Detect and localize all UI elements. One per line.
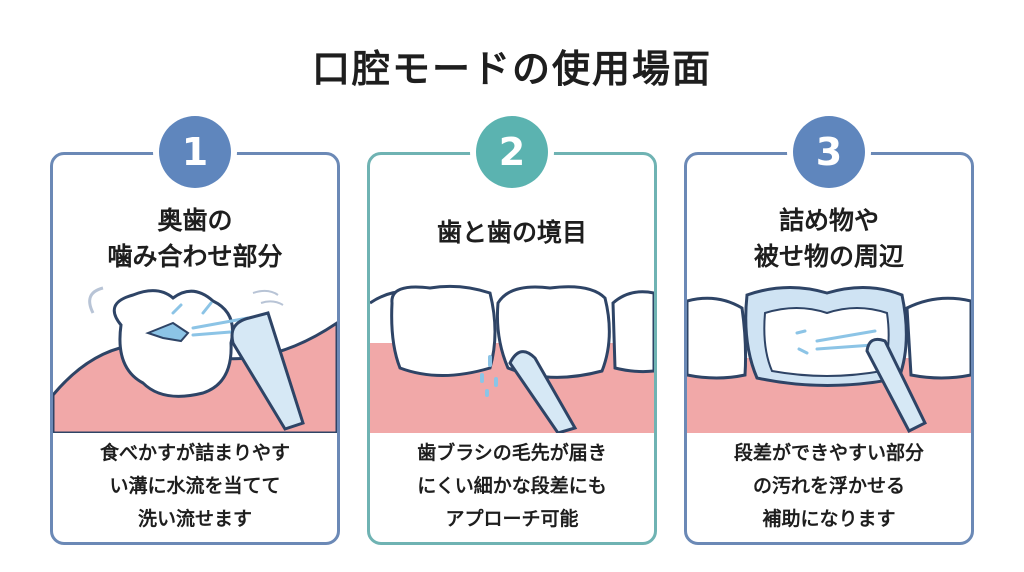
page-title: 口腔モードの使用場面 bbox=[311, 47, 712, 91]
card-description: 段差ができやすい部分 の汚れを浮かせる 補助になります bbox=[695, 437, 963, 536]
interdental-teeth-icon bbox=[370, 284, 654, 433]
card-description-line: の汚れを浮かせる bbox=[752, 475, 905, 497]
card-description-line: 補助になります bbox=[762, 508, 896, 530]
card-description: 歯ブラシの毛先が届き にくい細かな段差にも アプローチ可能 bbox=[378, 437, 646, 536]
step-number-badge: 2 bbox=[476, 116, 548, 188]
card-description-line: にくい細かな段差にも bbox=[417, 475, 607, 497]
card-description-line: アプローチ可能 bbox=[445, 508, 579, 530]
card-heading-line: 被せ物の周辺 bbox=[753, 242, 904, 271]
card-description: 食べかすが詰まりやす い溝に水流を当てて 洗い流せます bbox=[61, 437, 329, 536]
card-interdental-area: 歯と歯の境目 歯ブラシの毛先が届き にくい細かな段差にも アプローチ可能 bbox=[367, 152, 657, 545]
card-heading: 歯と歯の境目 bbox=[370, 215, 654, 251]
card-description-line: 段差ができやすい部分 bbox=[733, 442, 924, 464]
card-description-line: 食べかすが詰まりやす bbox=[99, 442, 290, 464]
card-heading: 奥歯の 噛み合わせ部分 bbox=[53, 203, 337, 275]
card-description-line: 洗い流せます bbox=[137, 508, 252, 530]
card-filling-crown-area: 詰め物や 被せ物の周辺 段差ができやすい部分 の汚れを浮かせる 補助になります bbox=[684, 152, 974, 545]
card-heading-line: 奥歯の bbox=[157, 206, 233, 235]
molar-tooth-icon bbox=[53, 286, 337, 433]
card-heading-line: 歯と歯の境目 bbox=[436, 218, 587, 247]
card-heading: 詰め物や 被せ物の周辺 bbox=[687, 203, 971, 275]
card-heading-line: 詰め物や bbox=[778, 206, 879, 235]
step-number-badge: 1 bbox=[159, 116, 231, 188]
crown-filling-icon bbox=[687, 285, 971, 433]
card-heading-line: 噛み合わせ部分 bbox=[107, 242, 283, 271]
card-description-line: 歯ブラシの毛先が届き bbox=[417, 442, 607, 464]
card-description-line: い溝に水流を当てて bbox=[109, 475, 281, 497]
step-number-badge: 3 bbox=[793, 116, 865, 188]
card-molar-chewing-surface: 奥歯の 噛み合わせ部分 食べかすが詰まりやす い溝に水流を当てて 洗い流せます bbox=[50, 152, 340, 545]
